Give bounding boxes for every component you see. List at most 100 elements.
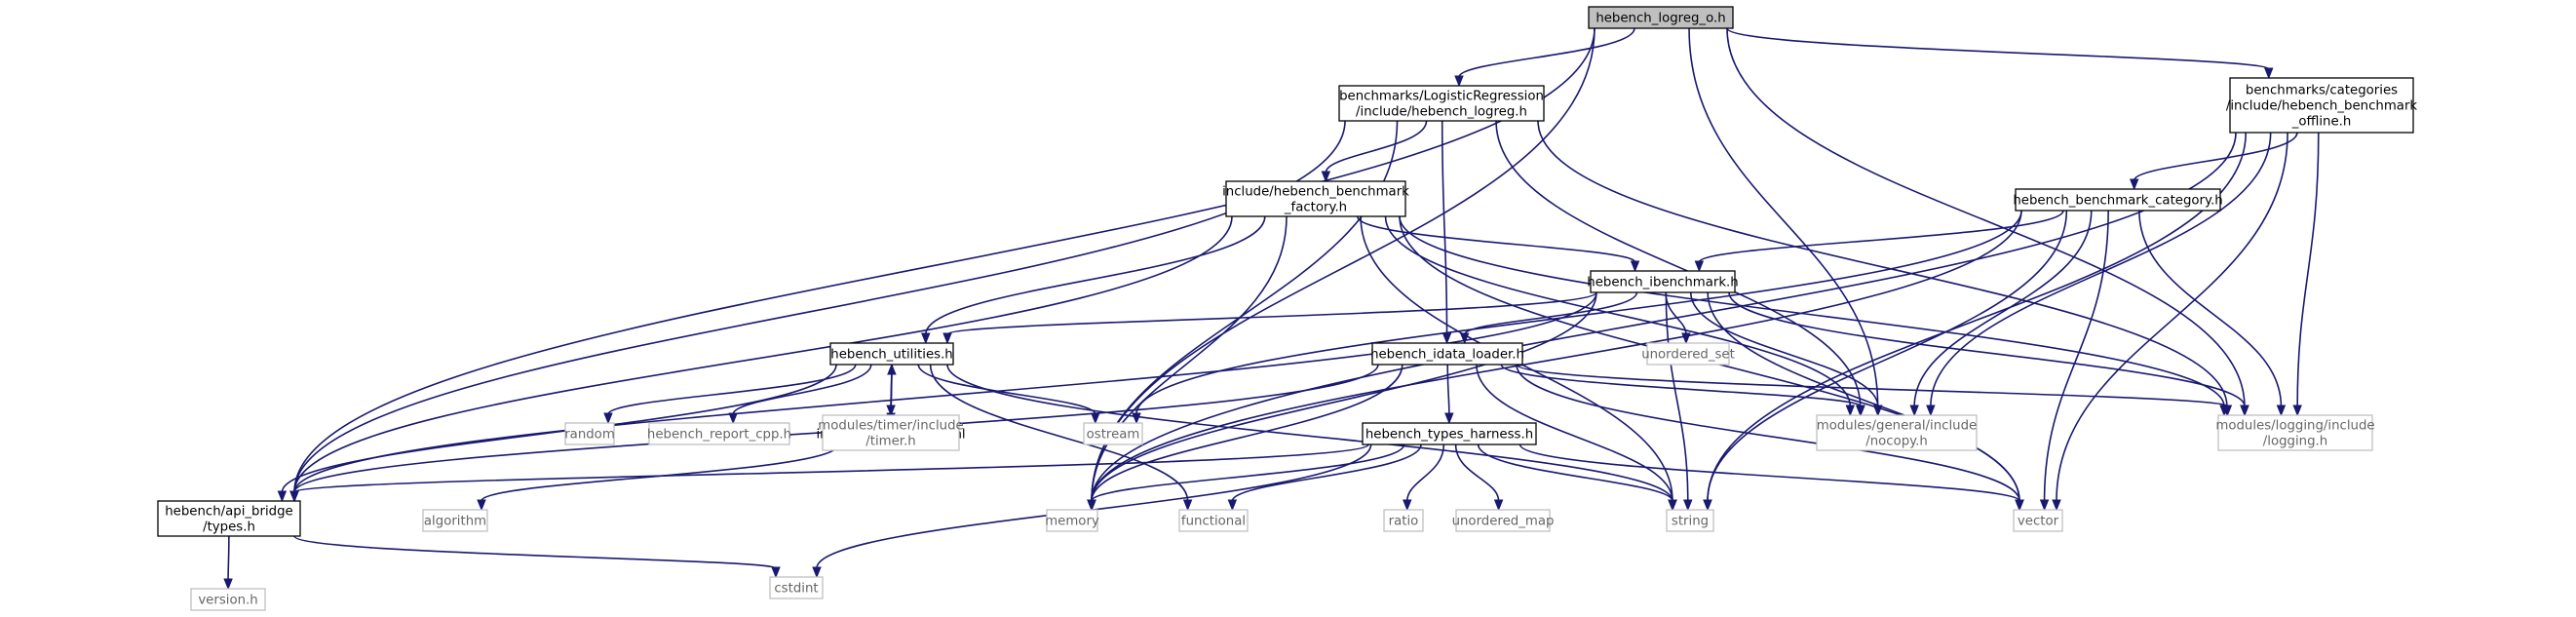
edge-line	[1091, 291, 1597, 502]
edge-harness-to-string	[1477, 443, 1677, 512]
node-cstdint: cstdint	[769, 576, 824, 599]
node-label: /include/hebench_logreg.h	[1356, 105, 1527, 120]
edge-utilities-to-functional	[929, 364, 1193, 512]
edge-utilities-to-random	[603, 364, 857, 425]
node-ibench[interactable]: hebench_ibenchmark.h	[1587, 270, 1739, 293]
node-timer: modules/timer/include/timer.h	[818, 414, 964, 451]
edge-harness-to-unordered_map	[1454, 443, 1504, 512]
edge-arrowhead	[2264, 67, 2274, 80]
edge-arrowhead	[1403, 499, 1412, 512]
edge-line	[1516, 364, 2020, 502]
edge-utilities-to-ostream	[917, 364, 1100, 425]
node-box	[1588, 6, 1734, 29]
node-label: functional	[1181, 515, 1246, 529]
node-label: /types.h	[203, 521, 255, 535]
edge-arrowhead	[1683, 499, 1693, 512]
edge-root-to-offline	[1726, 27, 2274, 80]
edge-offline-to-logging	[2292, 132, 2320, 417]
node-box	[1362, 422, 1537, 445]
edge-ibench-to-utilities	[942, 291, 1597, 345]
node-label: ostream	[1087, 428, 1140, 443]
edge-arrowhead	[2222, 405, 2233, 417]
node-types[interactable]: hebench/api_bridge/types.h	[157, 500, 301, 537]
edge-arrowhead	[2015, 499, 2024, 512]
node-idata[interactable]: hebench_idata_loader.h	[1370, 342, 1524, 366]
edge-line	[1463, 291, 1638, 335]
edge-arrowhead	[1182, 499, 1193, 512]
edge-line	[1500, 364, 1862, 407]
node-unordered_map: unordered_map	[1452, 509, 1554, 532]
node-string: string	[1666, 509, 1714, 532]
edge-line	[1495, 120, 1862, 407]
edge-idata-to-harness	[1444, 364, 1454, 425]
node-label: version.h	[198, 594, 257, 608]
edge-ibench-to-idata	[1459, 291, 1638, 345]
node-offline[interactable]: benchmarks/categories/include/hebench_be…	[2226, 77, 2418, 134]
node-category[interactable]: hebench_benchmark_category.h	[2013, 188, 2223, 212]
node-label: cstdint	[774, 582, 818, 597]
node-box	[1816, 414, 1978, 451]
edge-arrowhead	[223, 578, 233, 591]
edge-line	[1707, 291, 2020, 502]
dependency-nodes: hebench_logreg_o.h benchmarks/LogisticReg…	[157, 6, 2418, 611]
edge-category-to-logging	[2138, 210, 2287, 417]
edge-line	[1707, 210, 2068, 502]
edge-utilities-to-types	[277, 364, 837, 503]
node-box	[1455, 509, 1551, 532]
edge-line	[1726, 27, 2270, 70]
edge-line	[293, 215, 1233, 493]
edge-arrowhead	[603, 412, 613, 425]
node-label: ratio	[1389, 515, 1419, 529]
node-version: version.h	[190, 588, 266, 611]
node-utilities[interactable]: hebench_utilities.h	[829, 342, 954, 366]
edge-line	[1091, 215, 1288, 502]
edge-root-to-logging	[1726, 27, 2249, 417]
edge-line	[1690, 291, 1879, 407]
edge-arrowhead	[2129, 178, 2139, 191]
node-ostream: ostream	[1083, 422, 1143, 445]
edge-arrowhead	[1694, 260, 1705, 273]
edge-line	[1477, 443, 1673, 502]
node-logging: modules/logging/include/logging.h	[2215, 414, 2375, 451]
edge-line	[732, 364, 872, 415]
node-box	[822, 414, 960, 451]
node-harness[interactable]: hebench_types_harness.h	[1362, 422, 1537, 445]
edge-idata-to-nocopy	[1500, 364, 1865, 417]
edge-line	[1476, 364, 1673, 502]
edge-ibench-to-memory	[1087, 291, 1597, 512]
edge-arrowhead	[2052, 499, 2061, 512]
edge-line	[1405, 443, 1445, 502]
node-memory: memory	[1045, 509, 1099, 532]
node-box	[1178, 509, 1249, 532]
edge-offline-to-category	[2129, 132, 2298, 191]
edge-line	[1698, 210, 2064, 263]
edge-ibench-to-string	[1665, 291, 1693, 512]
edge-arrowhead	[2240, 405, 2249, 417]
edge-line	[293, 291, 1597, 493]
node-nocopy: modules/general/include/nocopy.h	[1816, 414, 1978, 451]
edge-arrowhead	[1442, 332, 1452, 345]
node-label: hebench_logreg_o.h	[1596, 12, 1725, 26]
node-box	[1338, 85, 1545, 122]
node-label: random	[564, 428, 615, 443]
edge-line	[607, 364, 857, 415]
edge-category-to-nocopy	[1909, 210, 2093, 417]
edge-line	[1325, 120, 1428, 174]
node-box	[829, 342, 954, 366]
node-logreg[interactable]: benchmarks/LogisticRegression/include/he…	[1338, 85, 1545, 122]
node-box	[2217, 414, 2373, 451]
node-factory[interactable]: include/hebench_benchmark_factory.h	[1222, 180, 1409, 217]
edge-types-to-cstdint	[293, 535, 781, 579]
node-box	[648, 422, 790, 445]
node-box	[564, 422, 615, 445]
node-box	[1046, 509, 1098, 532]
edge-arrowhead	[1087, 499, 1096, 512]
edge-types-to-version	[223, 535, 233, 591]
edge-harness-to-functional	[1227, 443, 1422, 512]
edge-line	[227, 535, 230, 581]
node-label: hebench/api_bridge	[165, 505, 292, 520]
edge-arrowhead	[289, 490, 299, 503]
edge-line	[1399, 215, 2225, 407]
node-root[interactable]: hebench_logreg_o.h	[1588, 6, 1734, 29]
